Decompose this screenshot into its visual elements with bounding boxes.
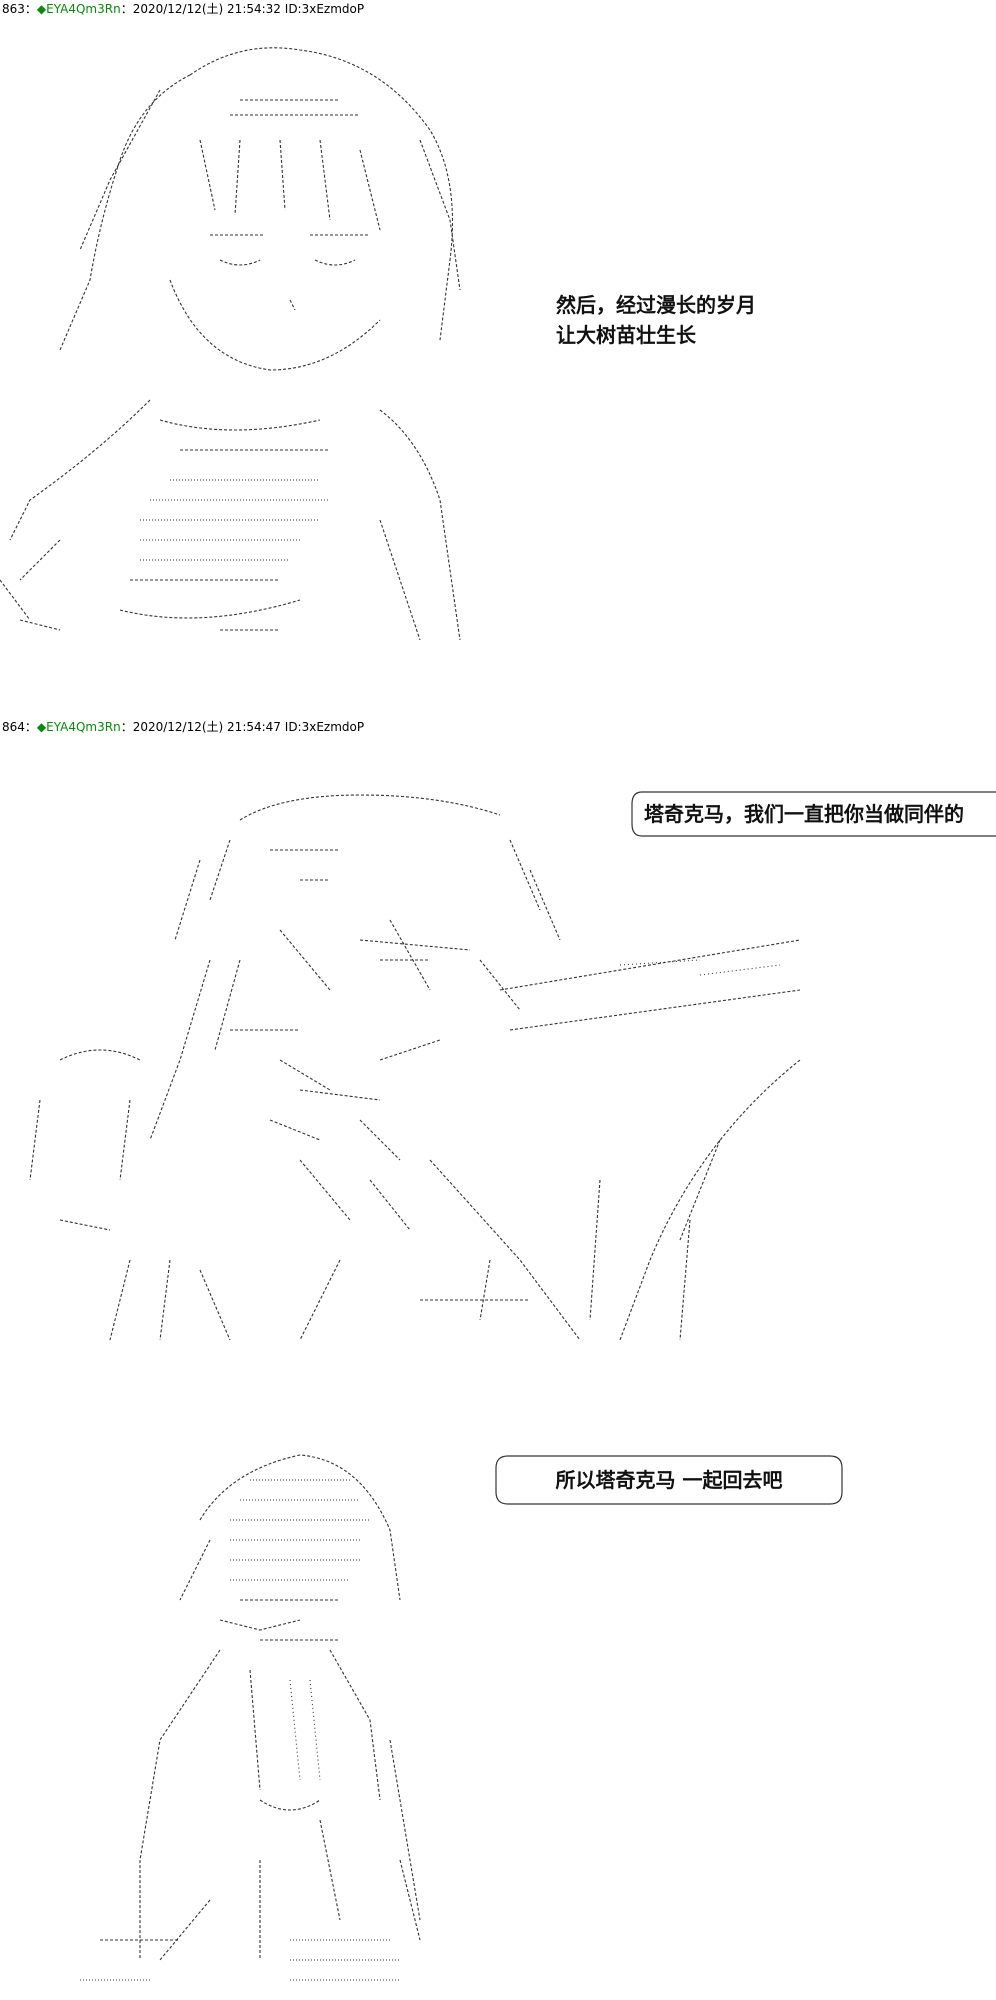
bubble-frame (631, 791, 996, 837)
bubble-text: 所以塔奇克马 一起回去吧 (555, 1468, 783, 1492)
post-id[interactable]: ID:3xEzmdoP (284, 2, 365, 16)
speech-bubble-1: 塔奇克马，我们一直把你当做同伴的 (630, 790, 996, 838)
post-separator: ： (24, 2, 37, 16)
ascii-art-boy-standing (60, 1440, 480, 2000)
post-id[interactable]: ID:3xEzmdoP (284, 720, 365, 734)
caption-line-1: 然后，经过漫长的岁月 (556, 293, 756, 317)
post-header-863: 863：◆EYA4Qm3Rn：2020/12/12(土) 21:54:32 ID… (2, 2, 364, 16)
trip-diamond-icon: ◆ (36, 720, 47, 734)
poster-trip[interactable]: EYA4Qm3Rn (46, 2, 121, 16)
caption-line-2: 让大树苗壮生长 (556, 323, 696, 347)
post-datetime: ：2020/12/12(土) 21:54:32 (120, 2, 281, 16)
ascii-art-girl-reaching (0, 760, 820, 1360)
ascii-art-girl-portrait (0, 20, 470, 650)
post-number: 864 (2, 720, 25, 734)
post-separator: ： (24, 720, 37, 734)
bubble-frame (495, 1455, 843, 1505)
post-datetime: ：2020/12/12(土) 21:54:47 (120, 720, 281, 734)
post-number: 863 (2, 2, 25, 16)
narration-caption: 然后，经过漫长的岁月 让大树苗壮生长 (556, 290, 756, 350)
speech-bubble-2: 所以塔奇克马 一起回去吧 (494, 1454, 844, 1506)
post-header-864: 864：◆EYA4Qm3Rn：2020/12/12(土) 21:54:47 ID… (2, 720, 364, 734)
trip-diamond-icon: ◆ (36, 2, 47, 16)
bubble-text: 塔奇克马，我们一直把你当做同伴的 (644, 802, 964, 826)
poster-trip[interactable]: EYA4Qm3Rn (46, 720, 121, 734)
